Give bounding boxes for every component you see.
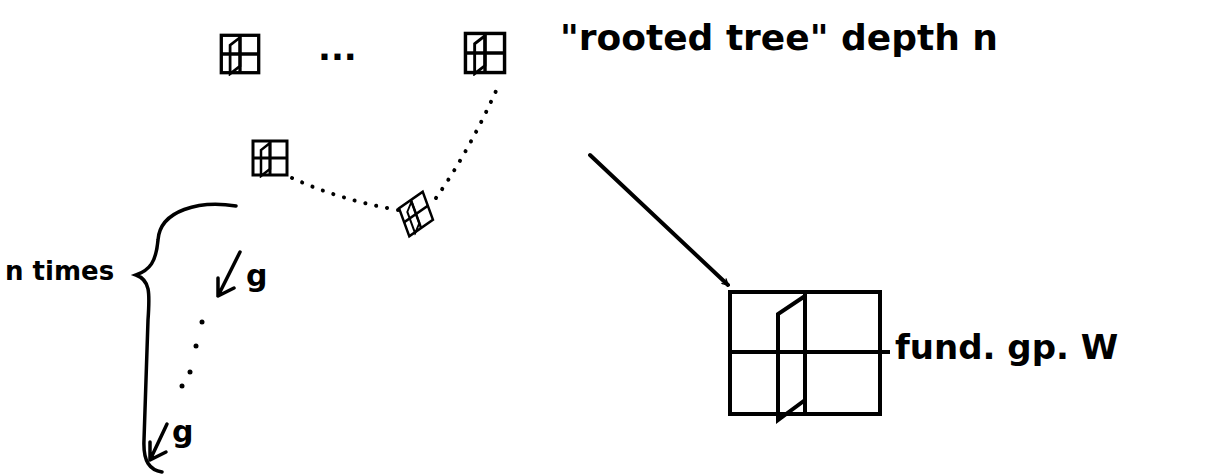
dotted-branch <box>292 178 398 210</box>
ellipsis-dot <box>188 370 193 375</box>
map-label: g <box>246 258 267 293</box>
repeat-note: n times <box>5 256 114 286</box>
chamber-picture <box>253 141 287 176</box>
map-arrow <box>150 424 167 460</box>
ellipsis: ... <box>318 28 357 68</box>
map-arrow <box>590 155 728 285</box>
chamber-picture <box>465 33 504 73</box>
dotted-branch <box>436 82 500 198</box>
map-label: g <box>172 414 193 449</box>
group-picture-region: fund. gp. W <box>725 285 1124 420</box>
chamber-picture <box>399 192 433 238</box>
chamber-picture <box>221 35 258 74</box>
node-label: "rooted tree" depth n <box>560 17 998 58</box>
ellipsis-dot <box>194 344 199 349</box>
brace <box>136 204 236 472</box>
ellipsis-dot <box>180 384 185 389</box>
fundamental-domain-picture <box>730 292 890 420</box>
node-label: fund. gp. W <box>895 327 1118 367</box>
ellipsis-dot <box>200 320 205 325</box>
map-arrow <box>218 252 240 296</box>
